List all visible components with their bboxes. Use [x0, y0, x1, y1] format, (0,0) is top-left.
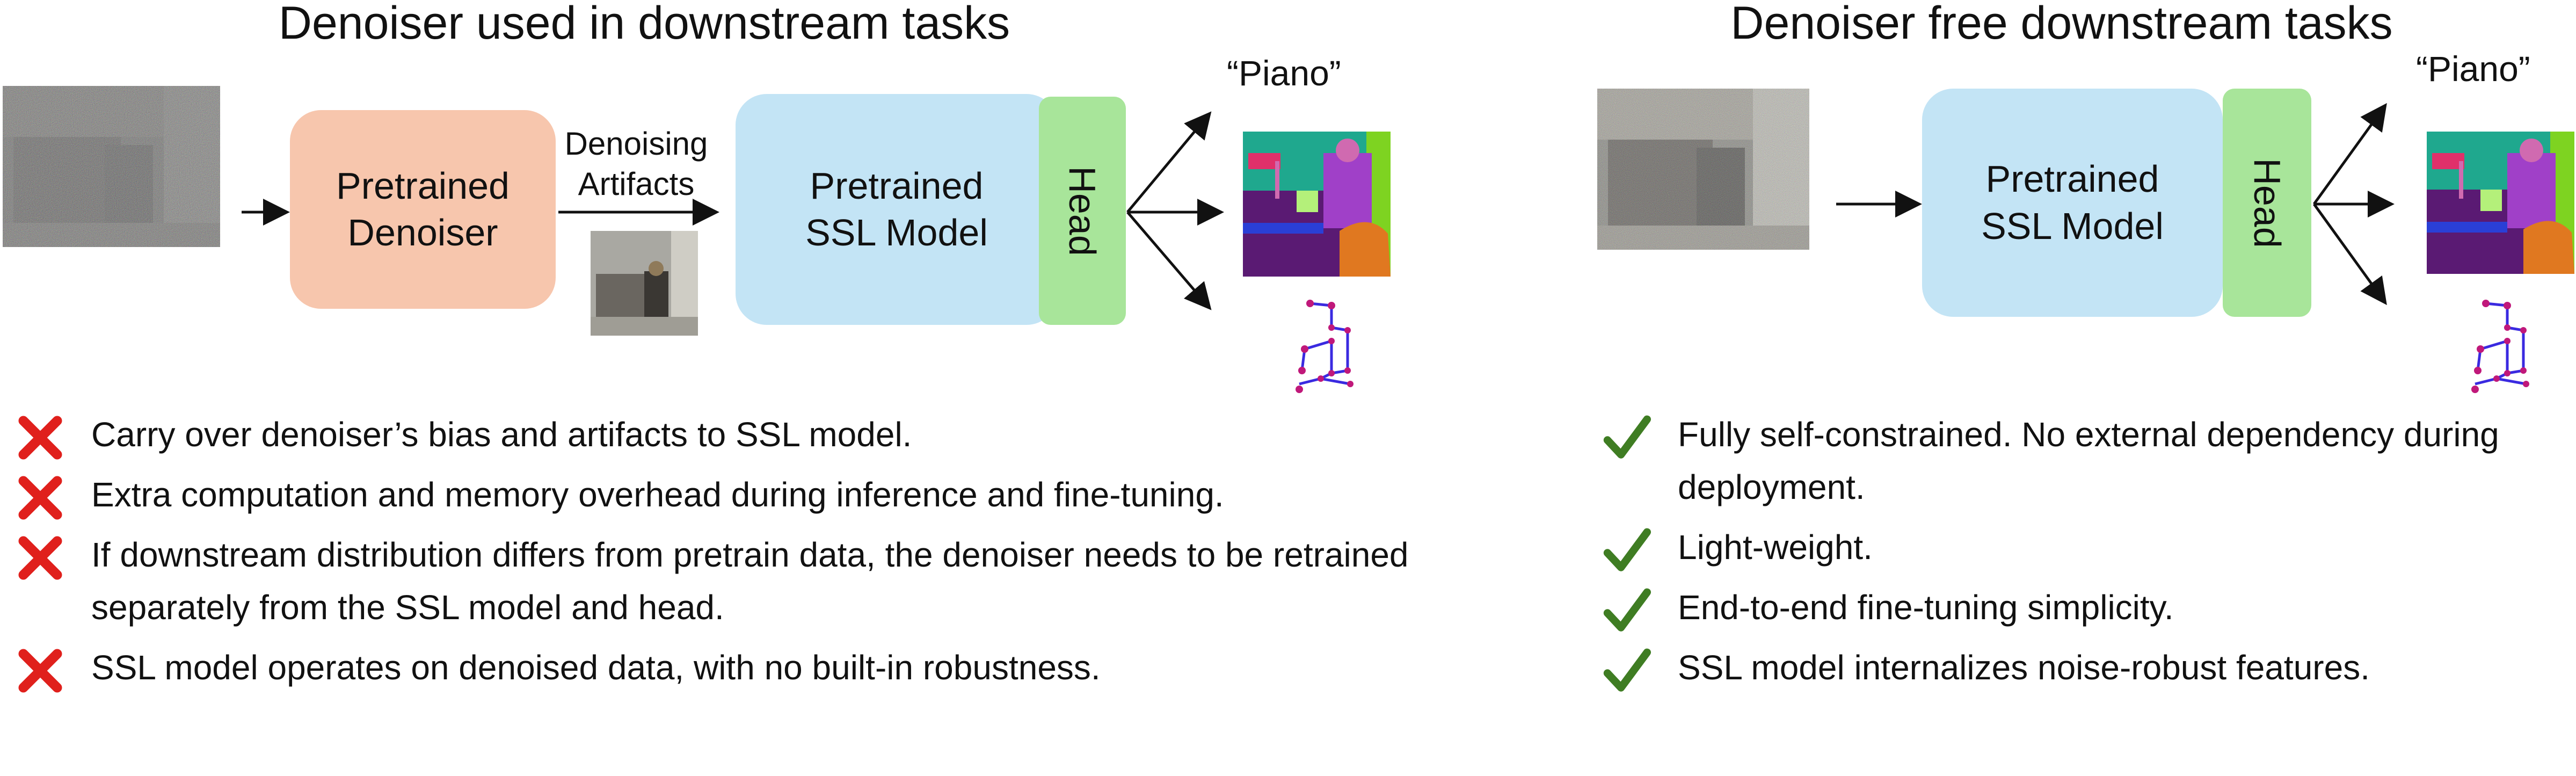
right-bullet-2-text: Light-weight. — [1678, 528, 1873, 567]
output-class-label-left: “Piano” — [1227, 53, 1341, 93]
cross-mark-icon — [18, 416, 62, 460]
noisy-input-image-right — [1597, 89, 1809, 250]
left-bullet-4: SSL model operates on denoised data, wit… — [16, 641, 1412, 694]
pose-output-right — [2464, 298, 2545, 405]
denoised-thumbnail — [591, 231, 698, 336]
right-flow-arrows — [1836, 103, 2395, 306]
head-box-left: Head — [1039, 97, 1126, 325]
cross-mark-icon — [18, 536, 62, 580]
right-bullet-1: Fully self-constrained. No external depe… — [1603, 408, 2569, 513]
check-mark-icon — [1603, 415, 1651, 459]
left-bullet-1-text: Carry over denoiser’s bias and artifacts… — [91, 415, 912, 454]
head-label-left: Head — [1061, 165, 1103, 256]
left-bullet-2-text: Extra computation and memory overhead du… — [91, 475, 1224, 514]
check-mark-icon — [1603, 648, 1651, 692]
left-bullet-4-text: SSL model operates on denoised data, wit… — [91, 648, 1101, 687]
pretrained-ssl-model-box-right: Pretrained SSL Model — [1922, 89, 2223, 317]
right-bullet-4: SSL model internalizes noise-robust feat… — [1603, 641, 2569, 694]
right-bullet-1-text: Fully self-constrained. No external depe… — [1678, 415, 2499, 506]
denoising-artifacts-label: Denoising Artifacts — [564, 126, 708, 202]
left-bullet-3: If downstream distribution differs from … — [16, 528, 1412, 634]
right-bullet-3-text: End-to-end fine-tuning simplicity. — [1678, 588, 2174, 627]
left-bullet-1: Carry over denoiser’s bias and artifacts… — [16, 408, 1412, 461]
check-mark-icon — [1603, 528, 1651, 571]
head-box-right: Head — [2223, 89, 2311, 317]
right-bullet-list: Fully self-constrained. No external depe… — [1603, 408, 2569, 701]
left-bullet-2: Extra computation and memory overhead du… — [16, 468, 1412, 521]
pose-output-left — [1289, 298, 1369, 405]
cross-mark-icon — [18, 476, 62, 520]
segmentation-output-left — [1243, 132, 1391, 277]
right-bullet-3: End-to-end fine-tuning simplicity. — [1603, 581, 2569, 634]
left-flow-arrows — [242, 111, 1224, 310]
noisy-input-image — [3, 86, 220, 247]
check-mark-icon — [1603, 588, 1651, 632]
left-title: Denoiser used in downstream tasks — [278, 0, 1010, 49]
right-bullet-2: Light-weight. — [1603, 521, 2569, 574]
pretrained-ssl-model-box-left: Pretrained SSL Model — [736, 94, 1058, 325]
segmentation-output-right — [2427, 132, 2574, 274]
head-label-right: Head — [2246, 157, 2288, 248]
cross-mark-icon — [18, 649, 62, 693]
left-bullet-list: Carry over denoiser’s bias and artifacts… — [16, 408, 1412, 701]
right-title: Denoiser free downstream tasks — [1730, 0, 2393, 49]
right-bullet-4-text: SSL model internalizes noise-robust feat… — [1678, 648, 2370, 687]
left-bullet-3-text: If downstream distribution differs from … — [91, 535, 1409, 627]
output-class-label-right: “Piano” — [2416, 49, 2530, 89]
pretrained-denoiser-box: Pretrained Denoiser — [290, 110, 556, 309]
